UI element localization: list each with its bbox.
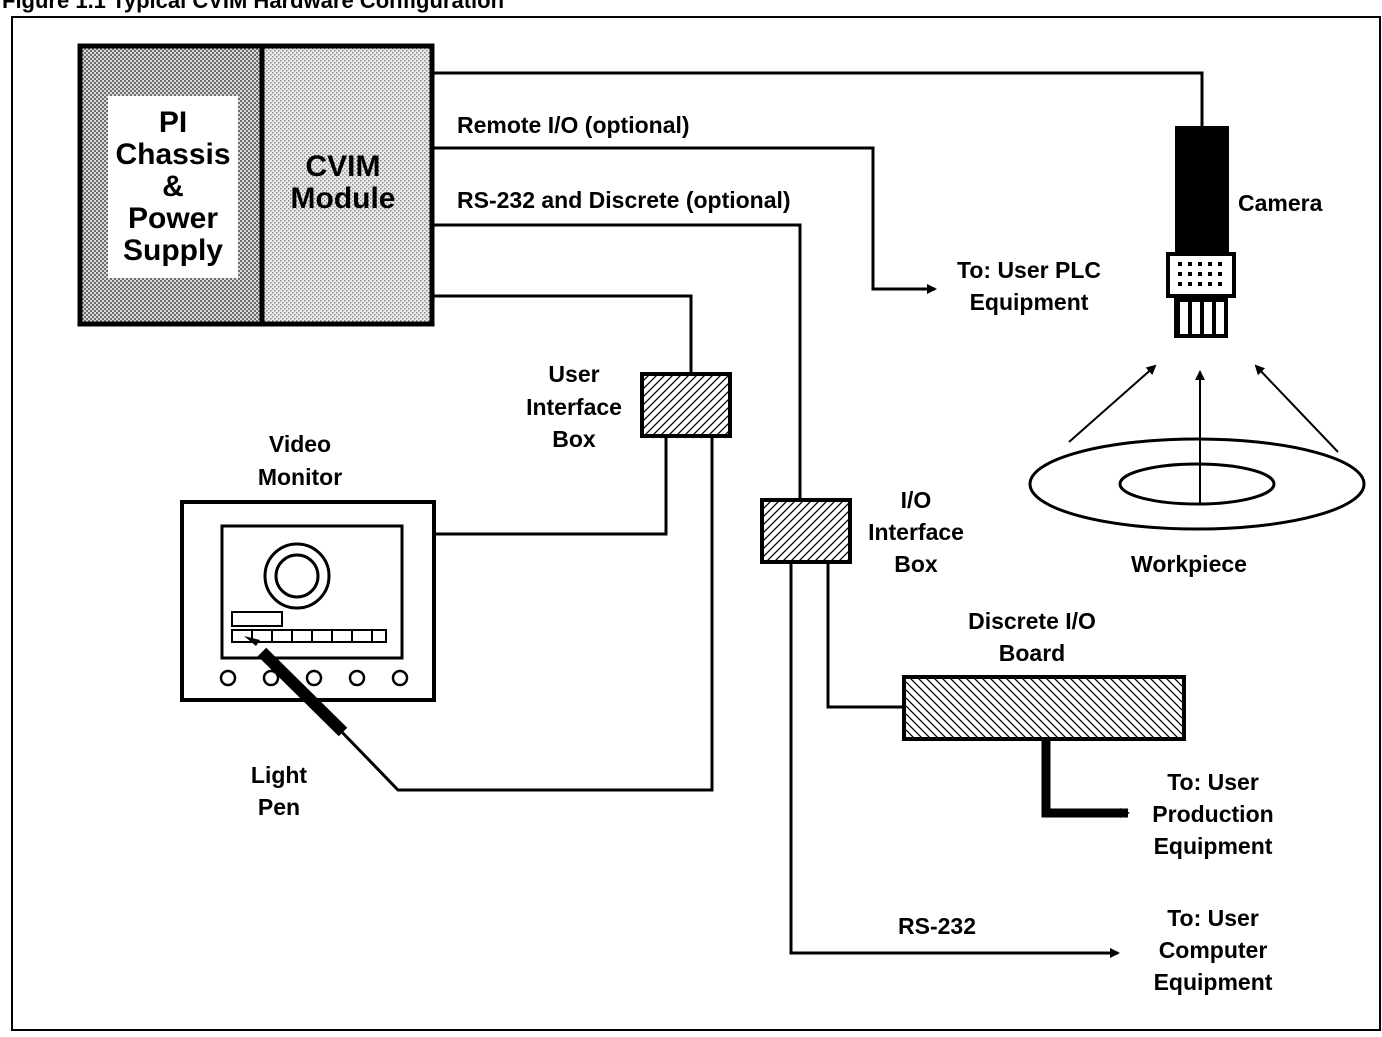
monitor-label-line: Video bbox=[269, 431, 331, 457]
production-label-line: Production bbox=[1152, 801, 1273, 827]
rs232-cable bbox=[789, 562, 1120, 958]
light-pen-label-line: Pen bbox=[258, 794, 300, 820]
production-output-cable bbox=[1041, 740, 1130, 818]
computer-label-line: To: User bbox=[1167, 905, 1259, 931]
chassis-label-line: Chassis bbox=[115, 138, 230, 171]
discrete-board-label-line: Board bbox=[999, 640, 1065, 666]
uib-label-line: Box bbox=[552, 426, 596, 452]
io-box-label-line: Interface bbox=[868, 519, 964, 545]
computer-label-line: Equipment bbox=[1154, 969, 1273, 995]
production-label-line: Equipment bbox=[1154, 833, 1273, 859]
chassis-label-line: & bbox=[162, 170, 184, 203]
rs232-label: RS-232 bbox=[898, 913, 976, 939]
io-box-label-line: Box bbox=[894, 551, 938, 577]
workpiece bbox=[1028, 437, 1366, 531]
chassis-label-line: Power bbox=[128, 202, 218, 235]
io-box-label-line: I/O bbox=[901, 487, 932, 513]
chassis-label-line: PI bbox=[159, 106, 187, 139]
io-interface-box bbox=[760, 498, 852, 564]
rs232-discrete-label: RS-232 and Discrete (optional) bbox=[457, 187, 791, 213]
pi-chassis: PI Chassis & Power Supply bbox=[77, 43, 265, 327]
light-reflection-arrows bbox=[1068, 364, 1339, 504]
cvim-label-line: CVIM bbox=[306, 150, 381, 183]
camera-label: Camera bbox=[1238, 190, 1323, 216]
computer-label-line: Computer bbox=[1159, 937, 1268, 963]
plc-label-line: Equipment bbox=[970, 289, 1089, 315]
production-label-line: To: User bbox=[1167, 769, 1259, 795]
uib-label-line: User bbox=[548, 361, 599, 387]
cvim-module: CVIM Module bbox=[259, 43, 435, 327]
cvim-label-line: Module bbox=[291, 182, 396, 215]
monitor-label-line: Monitor bbox=[258, 464, 342, 490]
uib-cable bbox=[434, 294, 693, 374]
diagram-frame bbox=[11, 16, 1381, 1031]
discrete-board-label-line: Discrete I/O bbox=[968, 608, 1096, 634]
user-interface-box bbox=[640, 372, 732, 438]
rs232-discrete-cable bbox=[434, 223, 802, 500]
discrete-io-board bbox=[902, 675, 1186, 741]
camera-cable bbox=[434, 71, 1204, 126]
monitor-cable bbox=[436, 438, 668, 536]
remote-io-cable bbox=[434, 146, 937, 294]
connection-wires bbox=[336, 71, 1204, 958]
video-monitor bbox=[180, 500, 436, 702]
chassis-label-line: Supply bbox=[123, 234, 223, 267]
uib-label-line: Interface bbox=[526, 394, 622, 420]
remote-io-label: Remote I/O (optional) bbox=[457, 112, 690, 138]
light-pen bbox=[244, 636, 348, 737]
plc-label-line: To: User PLC bbox=[957, 257, 1101, 283]
workpiece-label: Workpiece bbox=[1131, 551, 1247, 577]
light-pen-cable bbox=[336, 438, 714, 792]
light-pen-label-line: Light bbox=[251, 762, 308, 788]
camera bbox=[1166, 126, 1236, 338]
discrete-board-cable bbox=[826, 562, 904, 709]
figure-heading: Figure 1.1 Typical CVIM Hardware Configu… bbox=[2, 0, 504, 13]
